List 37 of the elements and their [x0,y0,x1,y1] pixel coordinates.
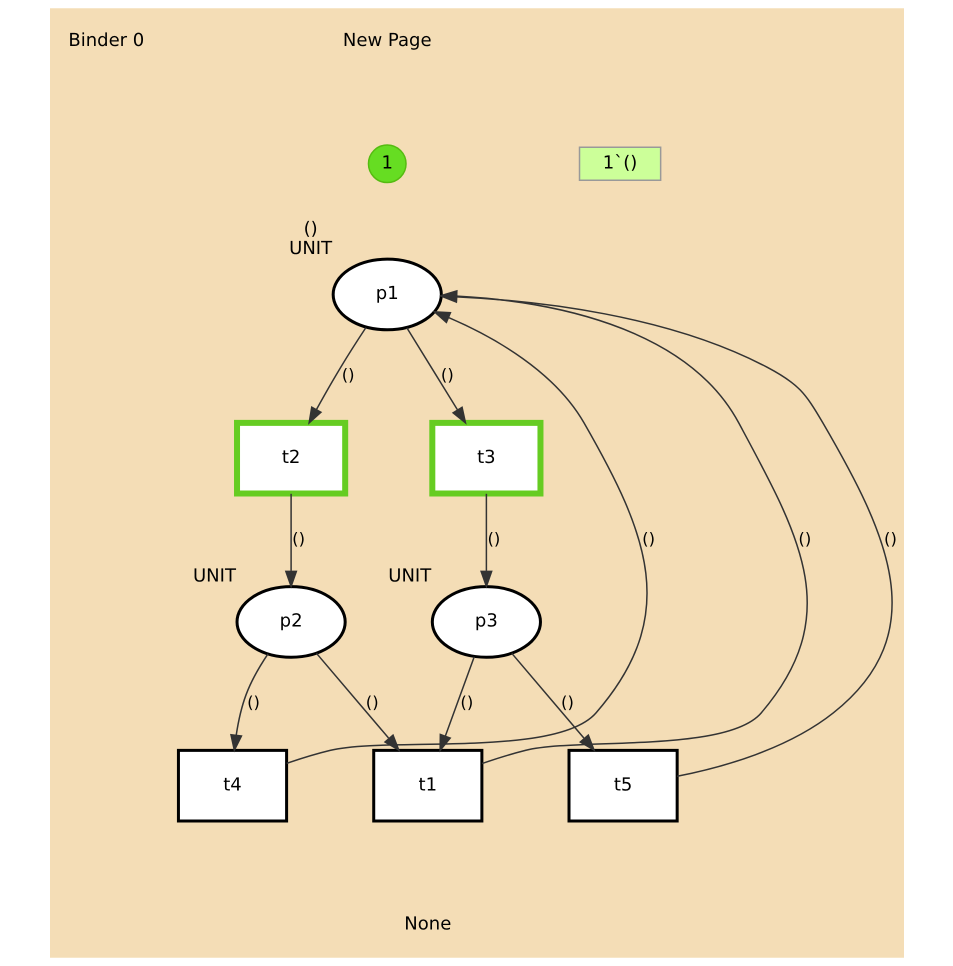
node-label: UNIT [388,566,431,587]
edge-label: () [798,529,811,548]
arrow [480,494,492,589]
node-box: t1 [372,748,483,822]
edge-label: () [642,529,655,548]
node-box: t4 [176,748,288,822]
arrow [230,654,268,752]
edge-label: () [292,529,305,548]
node-box: t2 [234,420,348,497]
arrow [438,656,474,752]
arrow [284,494,297,589]
node-label: UNIT [288,238,332,260]
node-ellipse: p1 [331,258,442,332]
arrow [286,310,648,764]
arrow [315,652,400,752]
node-ellipse: p2 [235,585,346,659]
edge-label: () [341,366,354,385]
label: None [404,913,451,934]
arrow [406,327,466,425]
arrow [510,652,595,752]
edge-label: () [460,693,473,712]
node-box: t3 [428,420,543,497]
edge-label: () [486,529,500,548]
node-ellipse: p3 [430,585,542,659]
node-box: t5 [567,748,678,822]
edge-label: () [440,366,454,385]
edge-label: () [246,693,260,712]
node-box: 1`() [578,146,661,182]
arrow [308,327,366,425]
edge-label: () [560,693,574,712]
edge-label: () [365,693,378,712]
label: New Page [342,30,432,52]
node-circle: 1 [367,144,406,184]
edge-label: () [884,529,896,548]
label: Binder 0 [68,30,144,52]
node-label: UNIT [192,566,236,587]
node-label: () [303,218,318,240]
